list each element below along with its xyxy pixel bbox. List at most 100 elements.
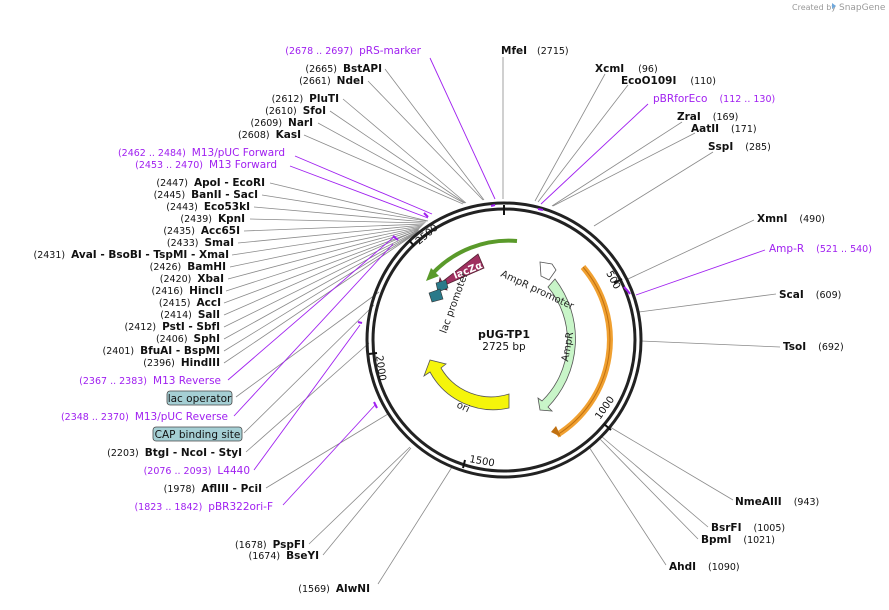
svg-text:pBRforEco(112 .. 130): pBRforEco(112 .. 130) bbox=[653, 93, 775, 105]
site-pos: (1569) bbox=[298, 584, 330, 595]
site-name: AvaI - BsoBI - TspMI - XmaI bbox=[71, 249, 229, 261]
primer-name: pBR322ori-F bbox=[208, 501, 273, 513]
site-name: MfeI bbox=[501, 45, 527, 57]
svg-text:(1678)PspFI: (1678)PspFI bbox=[235, 539, 305, 551]
site-pos: (2412) bbox=[124, 322, 156, 333]
svg-text:(2416)HincII: (2416)HincII bbox=[152, 285, 224, 297]
svg-text:(2665)BstAPI: (2665) BstAPI bbox=[305, 63, 382, 75]
lac-operator-block bbox=[435, 279, 449, 293]
svg-text:(2447)ApoI - EcoRI: (2447) ApoI - EcoRI bbox=[156, 177, 265, 189]
leader-tsoi bbox=[640, 340, 781, 348]
leader-ecoo109i bbox=[537, 84, 629, 203]
site-leaders bbox=[223, 57, 781, 585]
cap-binding-site-label: CAP binding site bbox=[155, 429, 241, 441]
site-pos: (1978) bbox=[164, 484, 196, 495]
leader-ecori bbox=[269, 182, 429, 222]
site-pos: (2420) bbox=[160, 274, 192, 285]
site-pos: (169) bbox=[713, 112, 739, 123]
leader-xcmi bbox=[534, 73, 606, 202]
site-name: TsoI bbox=[783, 341, 806, 353]
site-name: ScaI bbox=[779, 289, 804, 301]
site-pos: (1005) bbox=[754, 523, 786, 534]
leader-bpmi bbox=[598, 437, 699, 540]
ori-feature bbox=[423, 359, 510, 411]
svg-text:(1674)BseYI: (1674) BseYI bbox=[249, 550, 319, 562]
primer-mark-amp-r bbox=[623, 286, 631, 295]
site-pos: (1674) bbox=[249, 551, 281, 562]
cap-binding-site-box bbox=[152, 426, 243, 442]
site-name: ZraI bbox=[677, 111, 701, 123]
svg-text:SspI(285): SspI (285) bbox=[708, 141, 771, 153]
site-name: NmeAIII bbox=[735, 496, 782, 508]
site-pos: (2447) bbox=[156, 178, 188, 189]
svg-text:(2462 .. 2484)M13/pUC Forward: (2462 .. 2484)M13/pUC Forward bbox=[118, 147, 285, 159]
svg-text:(2406)SphI: (2406)SphI bbox=[156, 333, 220, 345]
svg-text:(2445)BanII - SacI: (2445)BanII - SacI bbox=[154, 189, 258, 201]
site-name: ApoI - EcoRI bbox=[194, 177, 265, 189]
snapgene-credit: Created by SnapGene bbox=[792, 3, 886, 13]
site-pos: (171) bbox=[731, 124, 757, 135]
svg-text:(2396)HindIII: (2396)HindIII bbox=[143, 357, 220, 369]
svg-text:(1978)AflIII - PciI: (1978) AflIII - PciI bbox=[164, 483, 262, 495]
svg-text:(2661)NdeI: (2661)NdeI bbox=[299, 75, 364, 87]
svg-text:BsrFI(1005): BsrFI(1005) bbox=[711, 522, 785, 534]
leader-l4440 bbox=[253, 324, 361, 471]
primer-mark-prs bbox=[490, 204, 496, 207]
svg-text:(2414)SalI: (2414)SalI bbox=[160, 309, 220, 321]
primer-name: L4440 bbox=[217, 465, 250, 477]
ampr-promoter-label: AmpR promoter bbox=[499, 269, 576, 313]
leader-bsrfi bbox=[600, 435, 709, 528]
site-pos: (490) bbox=[799, 214, 825, 225]
svg-text:(2076 .. 2093)L4440: (2076 .. 2093) L4440 bbox=[144, 465, 250, 477]
leader-sfoi bbox=[329, 110, 466, 204]
site-pos: (285) bbox=[745, 142, 771, 153]
site-name: SspI bbox=[708, 141, 733, 153]
site-name: BseYI bbox=[286, 550, 319, 562]
svg-text:(2608)KasI: (2608)KasI bbox=[238, 129, 301, 141]
site-pos: (943) bbox=[794, 497, 820, 508]
svg-text:Amp-R(521 .. 540): Amp-R(521 .. 540) bbox=[769, 243, 872, 255]
svg-text:(2415)AccI: (2415) AccI bbox=[159, 297, 221, 309]
primer-mark-l4440 bbox=[357, 321, 363, 324]
svg-text:(2348 .. 2370)M13/pUC Reverse: (2348 .. 2370)M13/pUC Reverse bbox=[61, 411, 228, 423]
leader-prs-marker bbox=[429, 57, 496, 200]
svg-text:(2367 .. 2383)M13 Reverse: (2367 .. 2383)M13 Reverse bbox=[79, 375, 221, 387]
leader-m13-puc-forward bbox=[294, 155, 433, 215]
leader-acc65i bbox=[243, 223, 425, 232]
site-name: XcmI bbox=[595, 63, 624, 75]
primer-pos: (2367 .. 2383) bbox=[79, 376, 147, 387]
tick-1500-label: 1500 bbox=[468, 454, 495, 469]
site-pos: (2612) bbox=[272, 94, 304, 105]
primer-name: M13/pUC Forward bbox=[192, 147, 285, 159]
site-pos: (2415) bbox=[159, 298, 191, 309]
site-pos: (692) bbox=[818, 342, 844, 353]
svg-text:XcmI(96): XcmI(96) bbox=[595, 63, 658, 75]
leader-bstapi bbox=[384, 68, 485, 201]
svg-text:(2439)KpnI: (2439)KpnI bbox=[180, 213, 245, 225]
svg-text:(2610)SfoI: (2610)SfoI bbox=[265, 105, 326, 117]
site-name: AccI bbox=[197, 297, 221, 309]
site-name: HincII bbox=[189, 285, 223, 297]
primer-name: pBRforEco bbox=[653, 93, 707, 105]
leader-eco53ki bbox=[253, 206, 427, 223]
site-name: PluTI bbox=[309, 93, 339, 105]
leader-zrai bbox=[551, 121, 683, 207]
site-name: PspFI bbox=[273, 539, 305, 551]
plasmid-name: pUG-TP1 bbox=[478, 328, 530, 341]
leader-lac-operator bbox=[235, 291, 380, 398]
leader-nari bbox=[317, 122, 465, 204]
site-pos: (2665) bbox=[305, 64, 337, 75]
site-name: BstAPI bbox=[343, 63, 382, 75]
boxed-features: lac operator CAP binding site bbox=[152, 390, 243, 442]
site-pos: (2435) bbox=[163, 226, 195, 237]
site-pos: (2433) bbox=[167, 238, 199, 249]
site-pos: (2661) bbox=[299, 76, 331, 87]
svg-text:(2612)PluTI: (2612) PluTI bbox=[272, 93, 339, 105]
site-name: AflIII - PciI bbox=[201, 483, 262, 495]
plasmid-length: 2725 bp bbox=[482, 341, 526, 353]
primer-pos: (2076 .. 2093) bbox=[144, 466, 212, 477]
leader-pbr322ori-f bbox=[282, 403, 377, 506]
svg-text:(2420)XbaI: (2420)XbaI bbox=[160, 273, 224, 285]
site-name: SalI bbox=[198, 309, 220, 321]
